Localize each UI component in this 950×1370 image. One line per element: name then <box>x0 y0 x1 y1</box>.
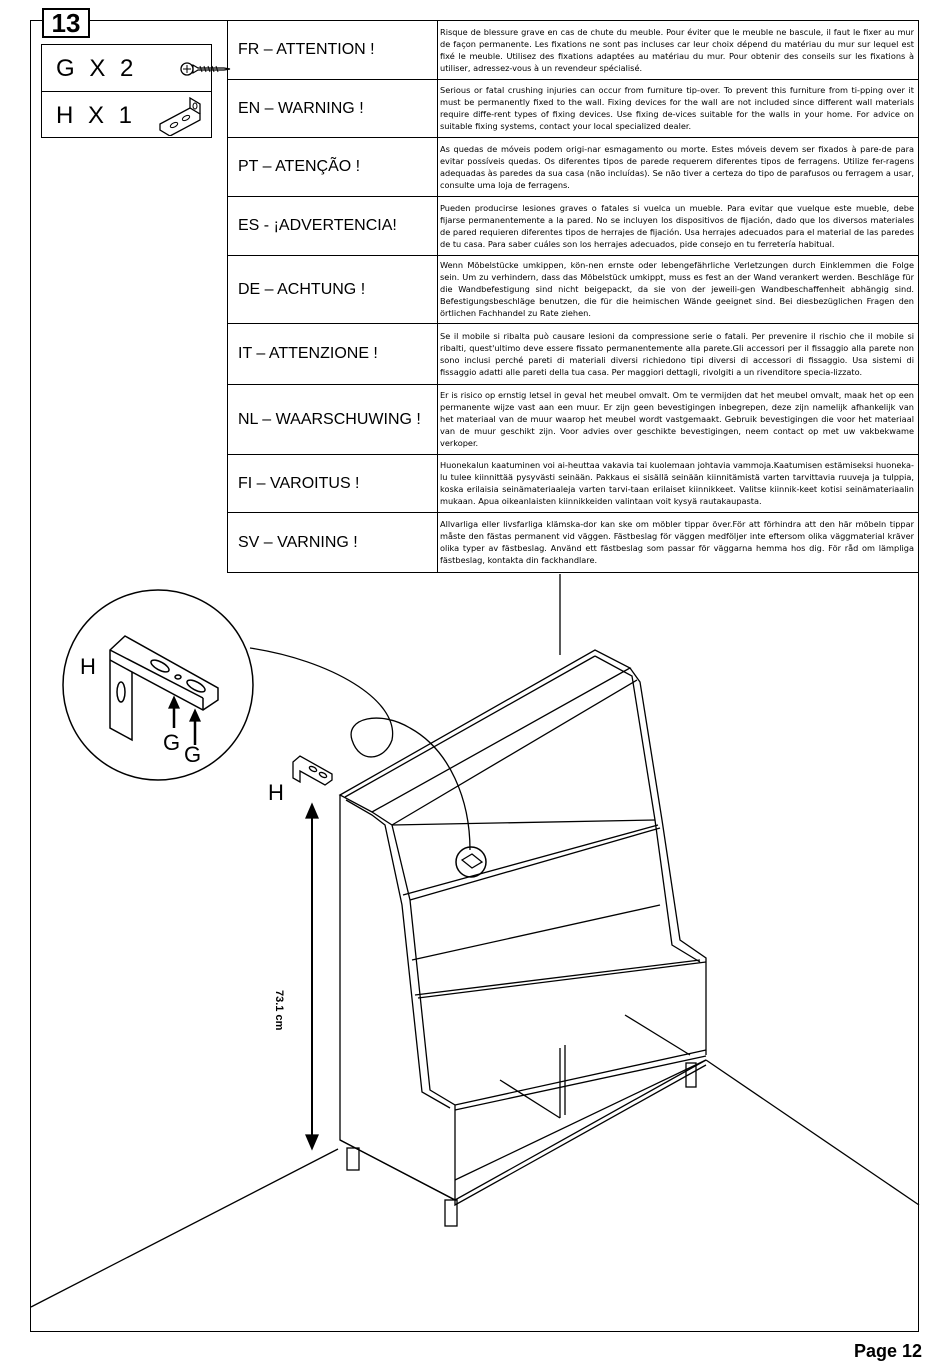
warning-language: ES - ¡ADVERTENCIA! <box>227 196 438 256</box>
warning-text: Risque de blessure grave en cas de chute… <box>437 20 919 80</box>
warning-text: Huonekalun kaatuminen voi ai-heuttaa vak… <box>437 454 919 513</box>
detail-circle <box>62 589 254 781</box>
warning-row: IT – ATTENZIONE !Se il mobile si ribalta… <box>227 323 919 385</box>
warning-text: Wenn Möbelstücke umkippen, kön-nen ernst… <box>437 255 919 324</box>
screw-icon <box>180 62 231 76</box>
warning-text: Pueden producirse lesiones graves o fata… <box>437 196 919 256</box>
warning-row: SV – VARNING !Allvarliga eller livsfarli… <box>227 512 919 573</box>
warning-text: Er is risico op ernstig letsel in geval … <box>437 384 919 455</box>
warning-row: DE – ACHTUNG !Wenn Möbelstücke umkippen,… <box>227 255 919 324</box>
part-row-h: H X 1 <box>42 91 211 138</box>
warning-language: FR – ATTENTION ! <box>227 20 438 80</box>
warning-text: Allvarliga eller livsfarliga klämska-dor… <box>437 512 919 573</box>
warning-row: FR – ATTENTION !Risque de blessure grave… <box>227 20 919 80</box>
bracket-label-h: H <box>268 780 284 805</box>
detail-label-g2: G <box>184 742 202 767</box>
warning-table: FR – ATTENTION !Risque de blessure grave… <box>227 20 919 573</box>
warning-row: FI – VAROITUS !Huonekalun kaatuminen voi… <box>227 454 919 513</box>
warning-row: PT – ATENÇÃO !As quedas de móveis podem … <box>227 137 919 197</box>
part-row-g: G X 2 <box>42 45 231 91</box>
detail-label-h: H <box>80 654 96 679</box>
step-number: 13 <box>42 8 90 38</box>
l-bracket-icon <box>159 96 201 136</box>
warning-language: IT – ATTENZIONE ! <box>227 323 438 385</box>
small-bracket <box>292 755 333 786</box>
warning-language: DE – ACHTUNG ! <box>227 255 438 324</box>
leader-line <box>249 647 471 851</box>
warning-text: Serious or fatal crushing injuries can o… <box>437 79 919 138</box>
warning-language: SV – VARNING ! <box>227 512 438 573</box>
floor-right-line <box>705 1059 920 1206</box>
warning-text: Se il mobile si ribalta può causare lesi… <box>437 323 919 385</box>
floor-left-line <box>30 1148 339 1308</box>
part-label: H X 1 <box>56 102 137 129</box>
warning-row: NL – WAARSCHUWING !Er is risico op ernst… <box>227 384 919 455</box>
height-measure: 73.1 cm <box>273 990 285 1031</box>
detail-bracket <box>109 635 219 742</box>
warning-text: As quedas de móveis podem origi-nar esma… <box>437 137 919 197</box>
part-label: G X 2 <box>56 55 138 82</box>
warning-row: ES - ¡ADVERTENCIA!Pueden producirse lesi… <box>227 196 919 256</box>
cabinet <box>338 649 707 1227</box>
warning-language: PT – ATENÇÃO ! <box>227 137 438 197</box>
page-number: Page 12 <box>853 1341 922 1361</box>
detail-label-g1: G <box>163 730 181 755</box>
parts-list: G X 2 H X 1 <box>41 44 231 138</box>
